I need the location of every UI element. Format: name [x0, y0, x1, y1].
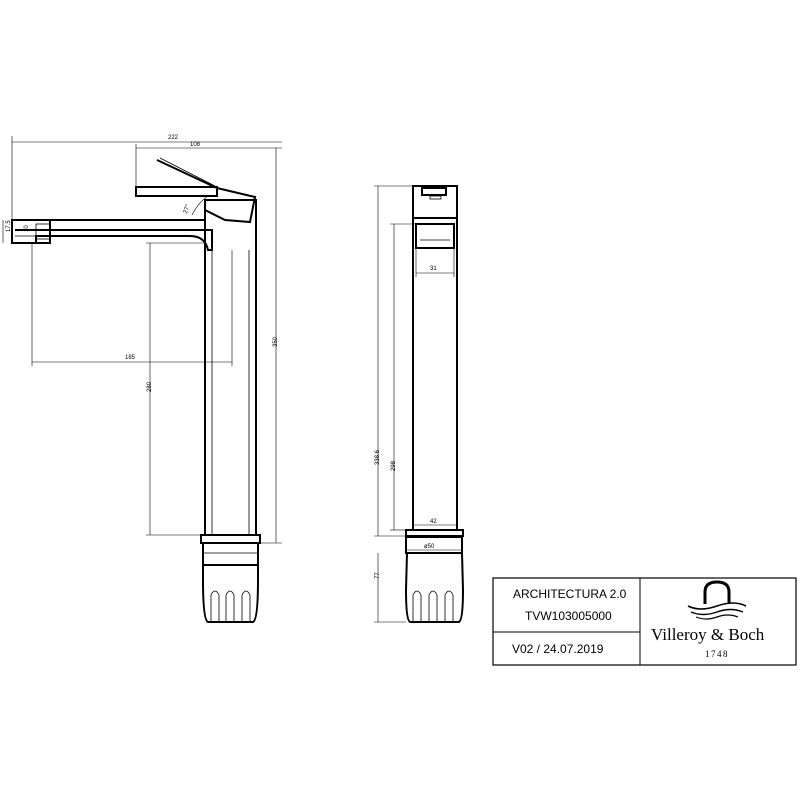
dim-base-diameter: ø50: [424, 544, 435, 550]
version-date: V02 / 24.07.2019: [512, 642, 604, 656]
dim-outlet-offset: 185: [125, 355, 136, 361]
article-number: TVW103005000: [525, 609, 612, 623]
dim-spout-height: 17.5: [6, 220, 12, 232]
dim-lever-width: 31: [430, 266, 437, 272]
product-name: ARCHITECTURA 2.0: [513, 587, 627, 601]
side-lever: [412, 185, 458, 249]
front-view: 222 108 27° 17.5 10 185 280 350: [2, 135, 282, 623]
dim-outlet-size: 10: [24, 225, 30, 232]
side-shank: [404, 552, 465, 623]
dim-lever-reach: 108: [190, 142, 201, 148]
dim-shank-length: 77: [375, 572, 381, 579]
title-block: ARCHITECTURA 2.0 TVW103005000 V02 / 24.0…: [492, 577, 797, 666]
dim-body-width: 42: [430, 519, 437, 525]
side-view: 31 338.6 298 42 ø50 77: [374, 185, 465, 623]
faucet-lever: [135, 157, 257, 224]
dim-total-reach: 222: [168, 135, 179, 141]
faucet-base-nut: [200, 534, 261, 566]
dim-body-height: 298: [391, 460, 397, 471]
villeroy-boch-logo: Villeroy & Boch 1748: [651, 580, 765, 659]
dim-outlet-height: 280: [147, 381, 153, 392]
side-dimension-lines: [374, 185, 462, 623]
dim-overall-height: 350: [273, 336, 279, 347]
brand-name: Villeroy & Boch: [651, 625, 765, 644]
faucet-spout: [11, 219, 213, 251]
faucet-shank: [202, 565, 259, 623]
brand-year: 1748: [705, 649, 729, 659]
front-dimension-lines: [2, 136, 282, 544]
dim-lever-angle: 27°: [183, 203, 192, 214]
dim-body-height-total: 338.6: [375, 449, 381, 465]
